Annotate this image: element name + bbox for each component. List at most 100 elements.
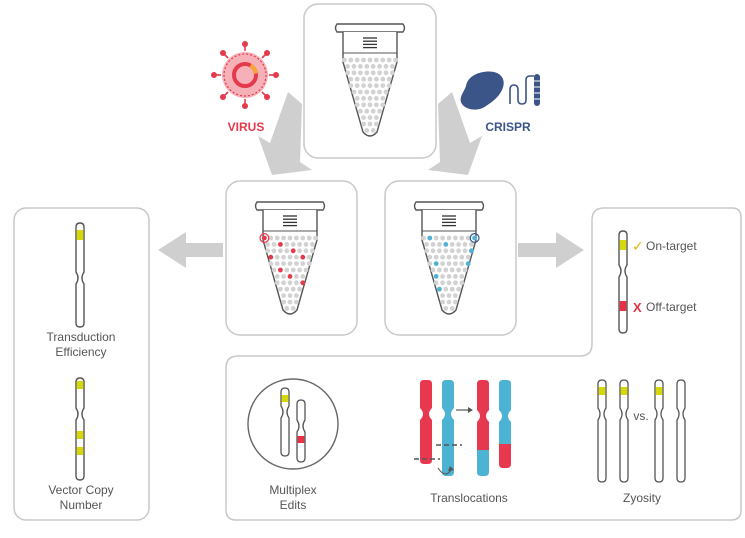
tube-dot [465,254,471,260]
tube-dot [274,280,280,286]
tube-dot [465,235,471,241]
tube-dot [367,83,373,88]
tube-dot [453,274,458,279]
tube-dot [374,83,379,88]
tube-dot [361,102,366,108]
tube-dot [306,261,312,266]
zygosity-pair-homozygous [597,379,629,483]
tube-dot [364,70,370,76]
tube-dot [297,286,302,292]
tube-dot [393,57,398,63]
tube-dot [281,293,286,298]
tube-dot [453,293,458,298]
virus-label: VIRUS [228,120,265,134]
tube-cap [334,23,406,33]
tube-dot [377,89,382,95]
check-icon: ✓ [632,239,644,255]
tube-dot [274,274,280,279]
tube-dot [265,248,270,254]
tube-dot [300,235,306,241]
tube-dot [427,254,433,260]
multiplex-label-2: Edits [280,498,307,512]
tube-dot [284,286,290,292]
x-icon: X [633,300,642,315]
tube-dot [472,235,477,241]
tube-dot [361,57,366,63]
tube-dot [361,121,366,127]
tube-dot [446,293,452,298]
tube-dot [367,57,373,63]
arrow-down-left [258,92,312,175]
tube-dot [361,76,366,82]
tube-crispr [413,201,485,315]
tube-dot [367,76,373,82]
tube-virus [254,201,326,315]
tube-dot [351,89,357,95]
tube-dot [294,274,299,279]
chromosome-vector-copy [75,377,85,481]
tube-dot [440,299,445,305]
tube-dot [383,89,389,95]
tube-dot [290,248,296,254]
tube-dot [459,280,465,286]
tube-dot [294,280,299,286]
tube-dot [287,235,293,241]
tube-dot [440,261,445,266]
tube-dot [380,76,386,82]
tube-dot [364,89,370,95]
tube-dot [390,64,395,69]
tube-dot [313,235,318,241]
tube-cap [254,201,326,211]
tube-dot [274,235,280,241]
tube-dot [437,242,442,247]
tube-dot [367,121,373,127]
on-target-label: On-target [646,239,697,253]
tube-dot [430,248,436,254]
tube-dot [306,235,312,241]
tube-dot [278,286,283,292]
tube-dot [281,235,286,241]
tube-dot [462,267,468,273]
tube-dot [354,102,360,108]
tube-dot [446,254,452,260]
tube-dot [348,57,354,63]
tube-dot [342,57,347,63]
tube-cap [413,201,485,211]
tube-dot [377,64,382,69]
tube-dot [459,254,465,260]
tube-dot [278,242,283,247]
tube-dot [453,299,458,305]
tube-dot [456,286,461,292]
tube-dot [358,70,363,76]
tube-dot [462,242,468,247]
tube-dot [456,242,461,247]
tube-dot [297,267,302,273]
tube-dot [290,286,296,292]
tube-dot [361,115,366,120]
tube-dot [453,280,458,286]
tube-dot [433,274,439,279]
tube-dot [449,267,455,273]
tube-dot [440,254,445,260]
tube-dot [300,261,306,266]
tube-dot [287,280,293,286]
tube-dot [294,293,299,298]
tube-dot [430,242,436,247]
tube-dot [290,242,296,247]
tube-dot [374,121,379,127]
chromosome-transduction [75,222,85,328]
tube-dot [449,248,455,254]
tube-dot [348,76,354,82]
tube-dot [303,242,309,247]
tube-dot [427,235,433,241]
tube-dot [437,248,442,254]
tube-dot [300,254,306,260]
tube-dot [306,254,312,260]
tube-dot [469,242,474,247]
arrows [158,92,584,268]
tube-dot [440,293,445,298]
multiplex-cell [247,378,339,470]
tube-dot [383,70,389,76]
tube-dot [300,280,306,286]
tube-dot [443,267,449,273]
